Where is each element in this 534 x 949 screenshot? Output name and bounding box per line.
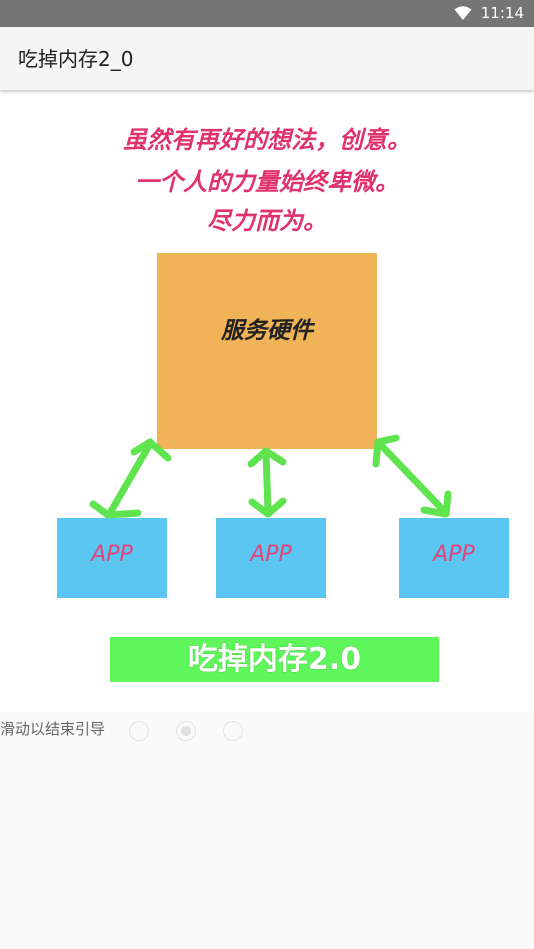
app-label: APP xyxy=(433,542,475,567)
server-label: 服务硬件 xyxy=(221,318,313,344)
server-box: 服务硬件 xyxy=(157,253,377,449)
slogan-line-2: 一个人的力量始终卑微。 xyxy=(135,167,399,196)
brand-banner: 吃掉内存2.0 xyxy=(110,637,439,682)
status-bar: 11:14 xyxy=(0,0,534,27)
pager-row: 滑动以结束引导 xyxy=(0,712,534,748)
double-arrow-icon xyxy=(89,438,172,519)
wifi-icon xyxy=(454,6,472,20)
page-indicator-1[interactable] xyxy=(129,721,149,741)
swipe-hint: 滑动以结束引导 xyxy=(0,720,106,738)
double-arrow-icon xyxy=(372,434,452,518)
app-box-middle: APP xyxy=(216,518,326,598)
brand-label: 吃掉内存2.0 xyxy=(187,642,362,677)
slogan-line-1: 虽然有再好的想法，创意。 xyxy=(123,125,411,154)
app-label: APP xyxy=(250,542,292,567)
page-indicator-2[interactable] xyxy=(176,721,196,741)
slogan-line-3: 尽力而为。 xyxy=(207,206,327,235)
page-indicator-3[interactable] xyxy=(223,721,243,741)
double-arrow-icon xyxy=(247,447,287,518)
app-box-left: APP xyxy=(57,518,167,598)
app-bar: 吃掉内存2_0 xyxy=(0,27,534,90)
app-box-right: APP xyxy=(399,518,509,598)
guide-image: 虽然有再好的想法，创意。 一个人的力量始终卑微。 尽力而为。 服务硬件 APP … xyxy=(0,92,534,712)
app-label: APP xyxy=(91,542,133,567)
app-title: 吃掉内存2_0 xyxy=(18,47,134,71)
connection-arrows xyxy=(89,434,452,519)
status-time: 11:14 xyxy=(480,4,524,22)
